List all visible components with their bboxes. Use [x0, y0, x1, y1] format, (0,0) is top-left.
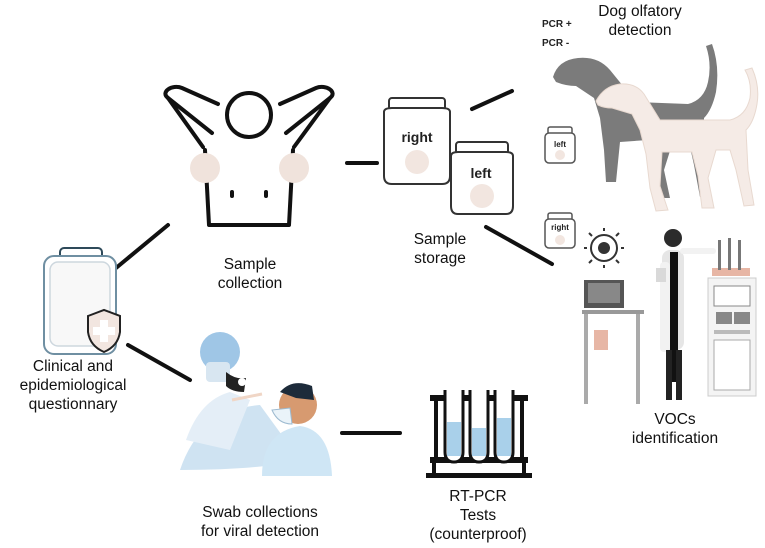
- lab-scene-icon: [578, 222, 757, 404]
- jar-right-icon: right: [383, 97, 451, 185]
- virus-poster-icon: [584, 228, 624, 268]
- line-storage-to-vocs: [484, 225, 554, 266]
- small-jar-right-icon: right: [544, 212, 576, 249]
- line-questionnaire-to-swab: [126, 343, 192, 382]
- person-arms-raised-icon: [163, 85, 335, 227]
- swab-collection-icon: [180, 332, 332, 476]
- clipboard-icon: [43, 247, 121, 355]
- pcr-positive-label: PCR +: [542, 19, 572, 30]
- dog-detection-label: Dog olfatory detection: [598, 3, 682, 39]
- dog-light-icon: [595, 67, 759, 212]
- questionnaire-label: Clinical and epidemiological questionnar…: [19, 358, 127, 413]
- pcr-negative-label: PCR -: [542, 38, 569, 49]
- sample-collection-label: Sample collection: [217, 256, 283, 292]
- swab-label: Swab collections for viral detection: [200, 504, 320, 540]
- connector-lines: [114, 89, 554, 435]
- line-storage-to-dog: [470, 89, 514, 111]
- jar-left-label: left: [471, 165, 492, 181]
- sample-storage-label: Sample storage: [413, 231, 467, 267]
- rtpcr-label: RT-PCR Tests (counterproof): [429, 488, 527, 543]
- jar-left-icon: left: [450, 141, 514, 215]
- jar-right-label: right: [401, 129, 432, 145]
- line-collection-to-questionnaire: [114, 223, 170, 270]
- small-jar-right-label: right: [551, 223, 569, 232]
- vocs-identification-label: VOCs identification: [631, 411, 719, 447]
- scientist-icon: [656, 229, 716, 400]
- small-jar-left-label: left: [554, 140, 566, 149]
- test-tubes-icon: [426, 390, 532, 478]
- small-jar-left-icon: left: [544, 126, 576, 164]
